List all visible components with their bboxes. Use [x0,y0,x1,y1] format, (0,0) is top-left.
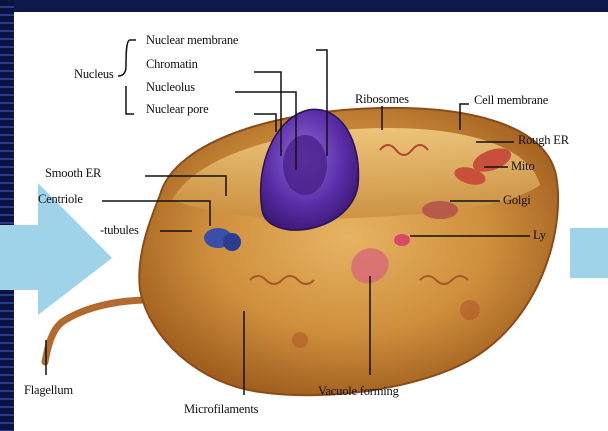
label-nuclear-membrane: Nuclear membrane [146,34,238,47]
label-microtubules: -tubules [100,224,139,237]
nucleolus-shape [283,135,327,195]
label-smooth-er: Smooth ER [45,167,101,180]
label-mito: Mito [511,160,535,173]
label-nucleus: Nucleus [74,68,114,81]
label-centriole: Centriole [38,193,83,206]
centriole-shape-2 [223,233,241,251]
label-ribosomes: Ribosomes [355,93,409,106]
label-chromatin: Chromatin [146,58,198,71]
label-nuclear-pore: Nuclear pore [146,103,209,116]
flagellum-shape [45,300,150,362]
organelle-dot-2 [292,332,308,348]
label-vacuole-forming: Vacuole forming [318,385,399,398]
label-nucleolus: Nucleolus [146,81,195,94]
label-rough-er: Rough ER [518,134,569,147]
label-ly: Ly [533,229,546,242]
label-golgi: Golgi [503,194,530,207]
label-microfilaments: Microfilaments [184,403,258,416]
right-arrow-shape [570,228,608,278]
golgi-shape [422,201,458,219]
label-flagellum: Flagellum [24,384,73,397]
organelle-dot [460,300,480,320]
lysosome-shape [394,234,410,246]
label-cell-membrane: Cell membrane [474,94,548,107]
